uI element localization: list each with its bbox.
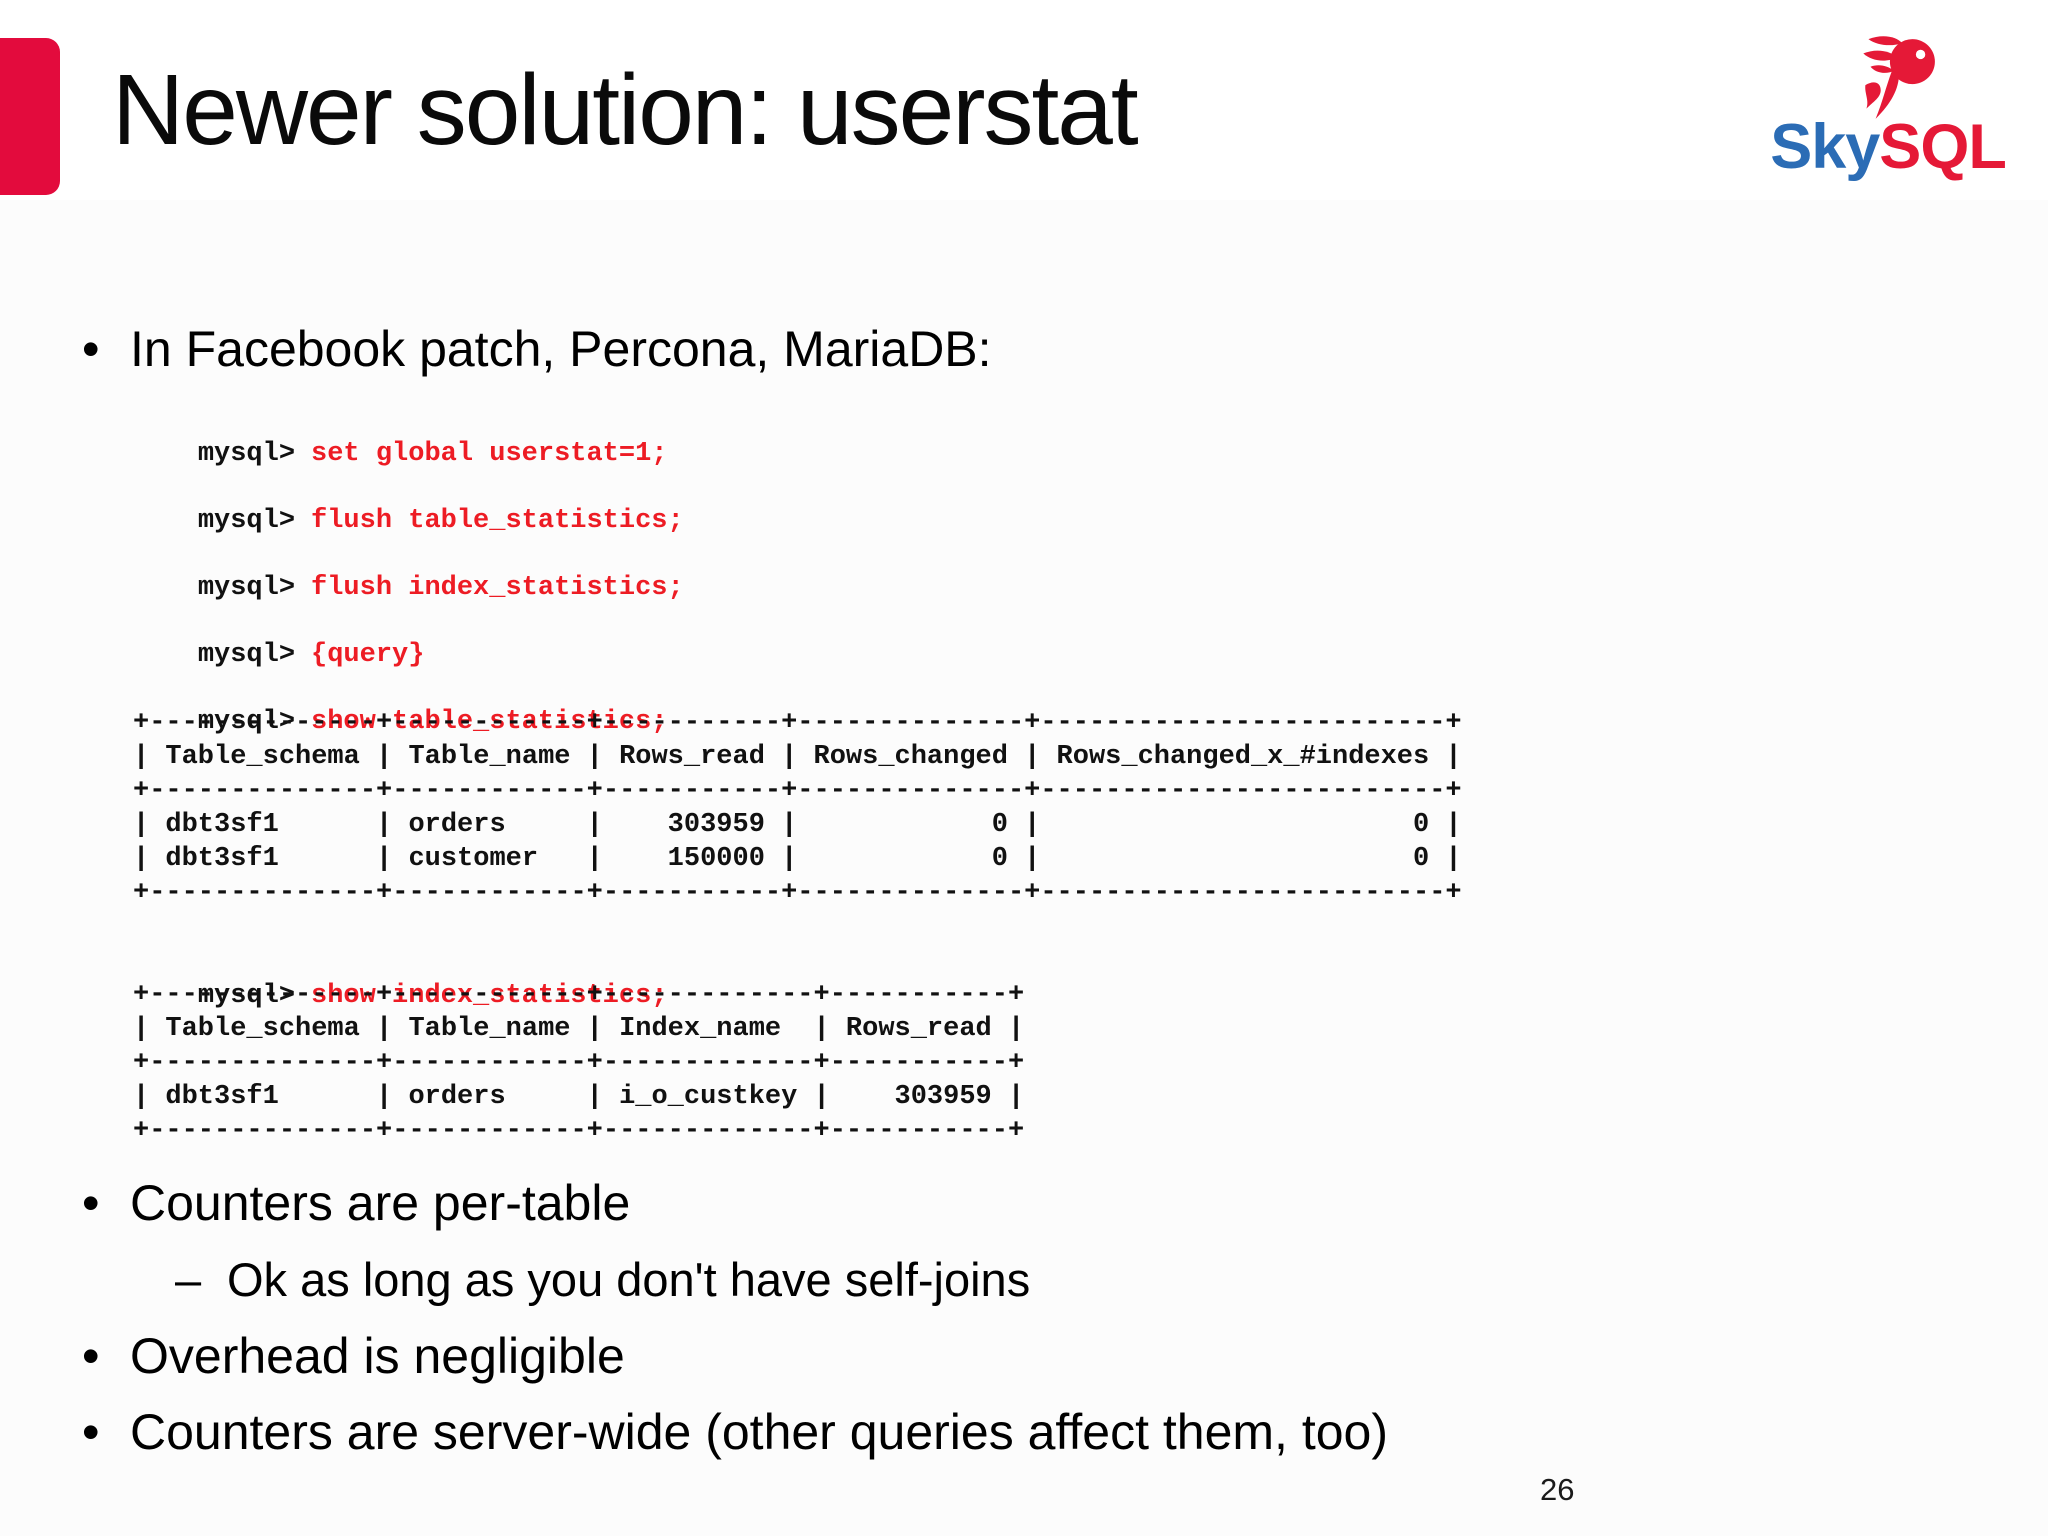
skysql-logo: SkySQL (1768, 28, 2008, 193)
code-prompt: mysql> (197, 573, 296, 603)
bullet-text: Ok as long as you don't have self-joins (227, 1253, 1031, 1306)
bullet-text: Counters are server-wide (other queries … (130, 1404, 1388, 1460)
code-prompt: mysql> (197, 506, 296, 536)
page-title: Newer solution: userstat (112, 54, 1139, 166)
code-command: show table_statistics; (311, 707, 668, 737)
bullet-marker: • (82, 1404, 100, 1460)
terminal-code-line: mysql> show table_statistics; (133, 671, 668, 773)
bullet-marker: • (82, 1175, 100, 1231)
bullet-marker: • (82, 1328, 100, 1384)
terminal-code-line: mysql> set global userstat=1; (133, 403, 668, 505)
code-prompt: mysql> (197, 707, 296, 737)
code-command: flush index_statistics; (311, 573, 684, 603)
terminal-code-line: mysql> flush index_statistics; (133, 537, 684, 639)
bullet-item: • Counters are server-wide (other querie… (82, 1403, 1388, 1461)
code-command: show index_statistics; (311, 981, 668, 1011)
terminal-code-line: mysql> {query} (133, 604, 425, 706)
code-command: {query} (311, 640, 425, 670)
dash-marker: – (175, 1253, 202, 1306)
bullet-marker: • (82, 321, 100, 377)
sub-bullet-item: – Ok as long as you don't have self-join… (175, 1253, 1030, 1308)
bullet-text: Overhead is negligible (130, 1328, 625, 1384)
terminal-code-line: mysql> flush table_statistics; (133, 470, 684, 572)
ascii-table-index-statistics: +--------------+------------+-----------… (133, 980, 1025, 1146)
bullet-item: • Counters are per-table (82, 1174, 630, 1232)
logo-text-sql: SQL (1879, 112, 2007, 182)
terminal-code-line: mysql> show index_statistics; (133, 945, 668, 1047)
red-accent-bar (0, 38, 60, 195)
ascii-table-table-statistics: +--------------+------------+-----------… (133, 708, 1462, 908)
page-number: 26 (1540, 1472, 1575, 1507)
code-command: set global userstat=1; (311, 439, 668, 469)
bullet-item: • Overhead is negligible (82, 1327, 625, 1385)
code-prompt: mysql> (197, 981, 296, 1011)
bullet-item-intro: • In Facebook patch, Percona, MariaDB: (82, 320, 992, 378)
phoenix-bird-icon (1863, 36, 1935, 119)
bullet-text: Counters are per-table (130, 1175, 631, 1231)
bullet-intro-text: In Facebook patch, Percona, MariaDB: (130, 321, 992, 377)
code-prompt: mysql> (197, 439, 296, 469)
code-prompt: mysql> (197, 640, 296, 670)
code-command: flush table_statistics; (311, 506, 684, 536)
logo-text-sky: Sky (1770, 112, 1880, 182)
